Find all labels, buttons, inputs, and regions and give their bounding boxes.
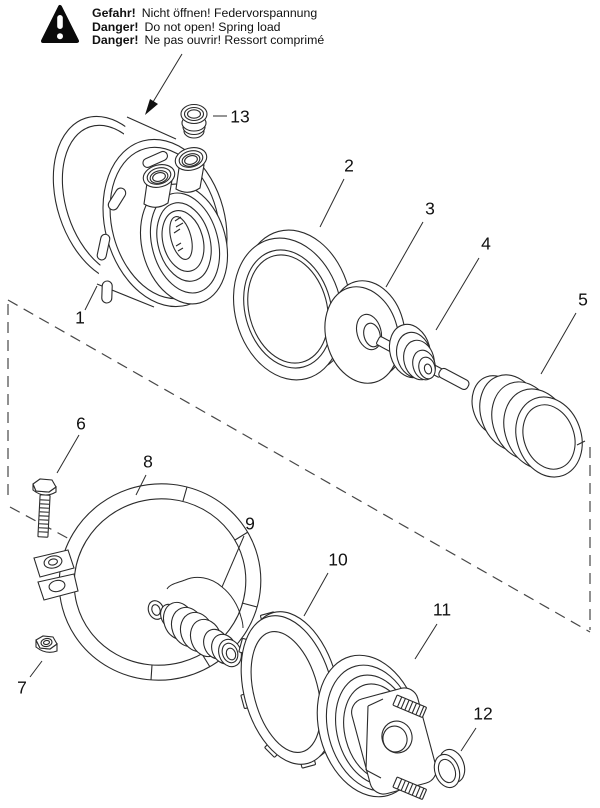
part-12-seal-ring <box>433 748 466 789</box>
part-2-diaphragm <box>232 229 353 381</box>
part-label-13: 13 <box>230 106 250 127</box>
stud-bottom <box>392 776 427 800</box>
part-label-10: 10 <box>328 549 348 570</box>
warning-prefix-en: Danger! <box>92 19 139 34</box>
warning-line-fr: Danger! Ne pas ouvrir! Ressort comprimé <box>92 33 392 48</box>
part-label-8: 8 <box>143 451 153 472</box>
stud-top <box>392 694 427 718</box>
part-label-6: 6 <box>76 413 86 434</box>
warning-line-de: Gefahr! Nicht öffnen! Federvorspannung <box>92 6 392 21</box>
part-label-12: 12 <box>473 703 493 724</box>
part-label-4: 4 <box>481 233 491 254</box>
part-label-7: 7 <box>17 677 27 698</box>
part-label-2: 2 <box>344 155 354 176</box>
part-label-9: 9 <box>245 513 255 534</box>
part-label-5: 5 <box>578 289 588 310</box>
part-label-1: 1 <box>75 307 85 328</box>
part-3-piston-rod <box>324 280 444 384</box>
part-10-ring-nut <box>238 611 341 769</box>
warning-text-fr: Ne pas ouvrir! Ressort comprimé <box>144 33 325 48</box>
warning-text-de: Nicht öffnen! Federvorspannung <box>141 6 318 20</box>
warning-prefix-fr: Danger! <box>92 33 139 48</box>
warning-prefix-de: Gefahr! <box>92 6 136 20</box>
warning-triangle-icon <box>41 5 79 43</box>
part-5-spring <box>471 374 586 478</box>
warning-banner: Gefahr! Nicht öffnen! Federvorspannung Da… <box>92 6 392 48</box>
part-13-plug <box>180 103 208 139</box>
part-1-chamber-body <box>52 115 229 308</box>
part-11-flange-cover <box>316 654 437 800</box>
part-9-oring-bellows <box>147 600 242 668</box>
warning-pointer-arrow <box>145 53 183 115</box>
part-4-seal <box>388 323 470 391</box>
leader-lines <box>29 115 577 752</box>
part-label-3: 3 <box>425 198 435 219</box>
warning-text-en: Do not open! Spring load <box>144 19 281 34</box>
part-7-nut <box>35 635 58 653</box>
part-label-11: 11 <box>432 599 452 620</box>
part-6-bolt <box>32 478 57 538</box>
rod-tip <box>438 367 470 391</box>
warning-line-en: Danger! Do not open! Spring load <box>92 19 392 35</box>
